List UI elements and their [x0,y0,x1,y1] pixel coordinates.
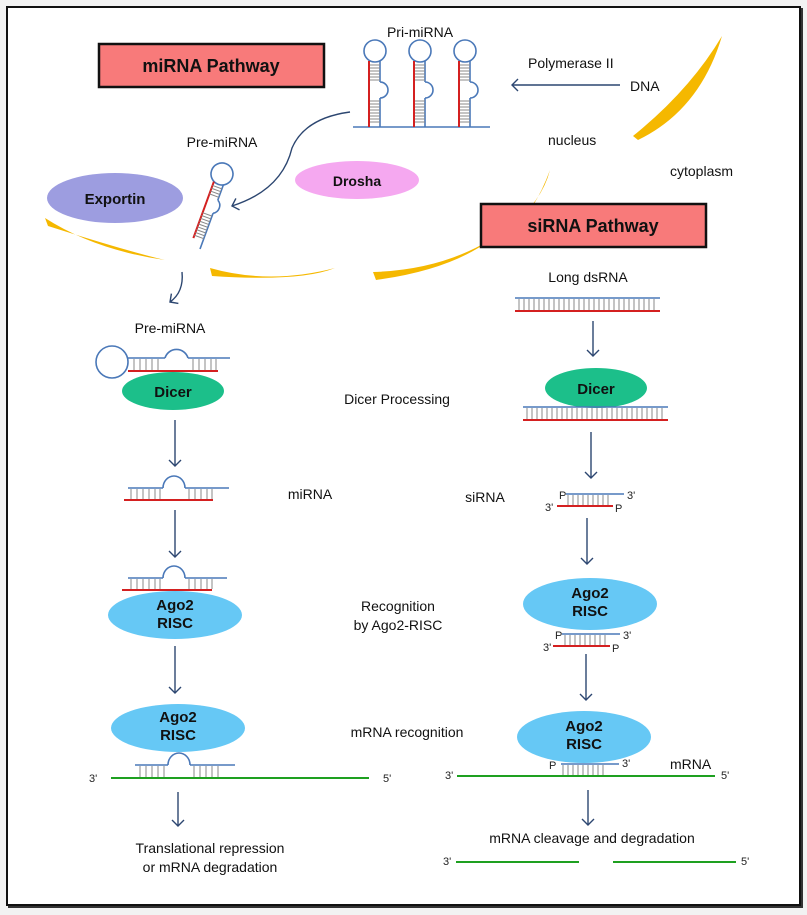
membrane-segment [210,268,335,278]
diagram-frame [6,6,801,906]
base-pairs [130,489,213,499]
dicer-protein-sirna: Dicer [545,368,647,408]
hairpin-bulge [469,81,479,99]
exportin-label: Exportin [85,191,146,208]
hairpin-loop [408,39,432,63]
base-pairs [567,495,609,505]
drosha-processing-arrow [231,111,351,211]
pre-mirna-nuclear-label: Pre-miRNA [187,134,258,150]
mirna-title-text: miRNA Pathway [142,56,279,76]
three-prime-label: 3' [443,856,451,868]
sirna-duplex: P 3' 3' P [545,490,635,515]
phosphate-label: P [612,643,619,655]
cytoplasm-label: cytoplasm [670,163,733,179]
sirna-duplex-loaded: P 3' 3' P [543,630,631,655]
polymerase-label: Polymerase II [528,55,614,71]
step-sirna: siRNA [465,489,505,505]
base-pairs [139,766,219,777]
export-arrow [169,271,183,305]
five-prime-label: 5' [383,773,391,785]
membrane-segment [633,36,722,140]
exportin-protein: Exportin [47,173,183,223]
phosphate-label: P [549,760,556,772]
long-dsrna [515,297,660,312]
phosphate-label: P [615,503,622,515]
risc-label: RISC [566,736,602,753]
cleaved-mrna: 3' 5' [443,856,749,868]
three-prime-label: 3' [89,773,97,785]
membrane-segment [373,240,490,280]
mirna-outcome-line1: Translational repression [136,840,285,856]
step-recognition-line2: by Ago2-RISC [354,617,443,633]
pri-mirna-label: Pri-miRNA [387,24,454,40]
base-pairs [564,635,606,645]
sirna-outcome-label: mRNA cleavage and degradation [489,830,694,846]
sirna-title-text: siRNA Pathway [527,216,658,236]
base-pairs [526,408,663,419]
base-pairs [518,299,655,310]
dicer-protein-mirna: Dicer [122,372,224,410]
long-dsrna-label: Long dsRNA [548,269,628,285]
drosha-label: Drosha [333,173,381,189]
ago2-label: Ago2 [156,597,194,614]
hairpin-loop [453,39,477,63]
pre-mirna-duplex [95,345,230,379]
pre-mirna-cyto-label: Pre-miRNA [135,320,206,336]
pri-mirna-hairpins [353,39,490,128]
mirna-mrna-binding [135,752,235,777]
hairpin-loop [363,39,387,63]
risc-label: RISC [572,603,608,620]
mirna-duplex [124,475,229,501]
pre-mirna-hairpin [192,162,234,250]
five-prime-label: 5' [721,770,729,782]
base-pairs [562,765,604,775]
hairpin-bulge [424,81,434,99]
sirna-pathway-title: siRNA Pathway [479,202,708,249]
mirna-duplex-loaded [122,565,227,591]
dna-label: DNA [630,78,660,94]
membrane-segment [45,218,165,260]
three-prime-label: 3' [622,758,630,770]
step-recognition-line1: Recognition [361,598,435,614]
hairpin-bulge [379,81,389,99]
phosphate-label: P [559,490,566,502]
dsrna-on-dicer [523,406,668,421]
three-prime-label: 3' [627,490,635,502]
ago2-label: Ago2 [571,585,609,602]
step-mrna-recognition: mRNA recognition [351,724,464,740]
base-pairs [130,579,213,589]
risc-label: RISC [157,615,193,632]
phosphate-label: P [555,630,562,642]
ago2-label: Ago2 [159,709,197,726]
ago2-risc-mirna-2: Ago2 RISC [111,704,245,752]
five-prime-label: 5' [741,856,749,868]
three-prime-label: 3' [445,770,453,782]
three-prime-label: 3' [545,502,553,514]
sirna-mrna-binding: P 3' [549,758,630,775]
dicer-label: Dicer [577,381,615,398]
risc-label: RISC [160,727,196,744]
dicer-label: Dicer [154,384,192,401]
nucleus-label: nucleus [548,132,596,148]
three-prime-label: 3' [623,630,631,642]
ago2-risc-sirna-2: Ago2 RISC [517,711,651,763]
drosha-protein: Drosha [295,161,419,199]
ago2-label: Ago2 [565,718,603,735]
mrna-label: mRNA [670,756,712,772]
base-pairs [133,359,217,370]
mirna-pathway-title: miRNA Pathway [97,42,326,89]
step-dicer-processing: Dicer Processing [344,391,450,407]
ago2-risc-sirna-1: Ago2 RISC [523,578,657,630]
ago2-risc-mirna-1: Ago2 RISC [108,591,242,639]
step-mirna: miRNA [288,486,333,502]
mirna-outcome-line2: or mRNA degradation [143,859,278,875]
three-prime-label: 3' [543,642,551,654]
